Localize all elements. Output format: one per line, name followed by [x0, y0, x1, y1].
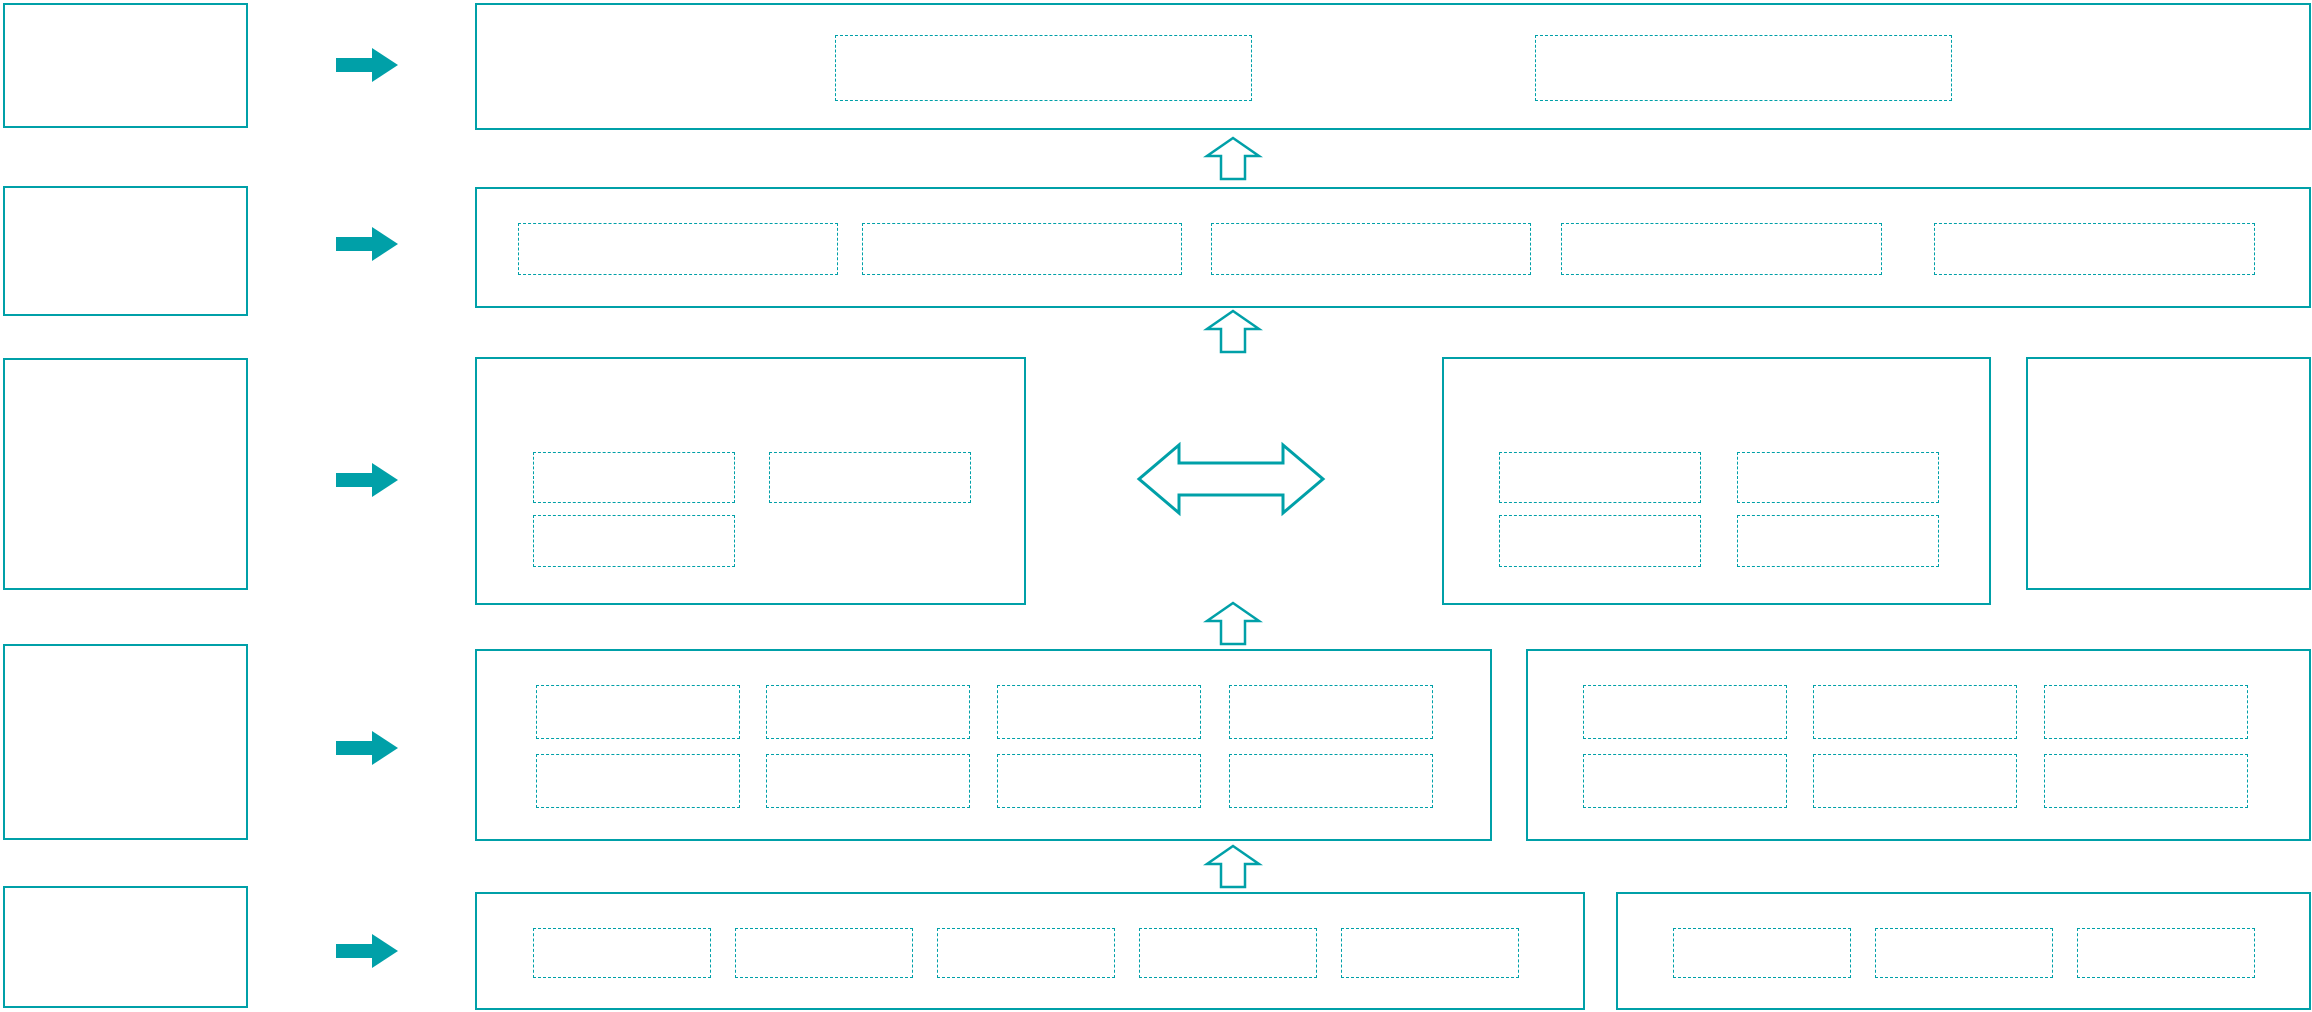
placeholder-box: [766, 685, 970, 739]
placeholder-box: [1813, 754, 2017, 808]
placeholder-box: [997, 685, 1201, 739]
placeholder-box: [937, 928, 1115, 978]
placeholder-box: [533, 452, 735, 503]
right-arrow-icon: [336, 48, 398, 82]
layer-5-right-group: [1616, 892, 2311, 1010]
up-arrow-icon: [1201, 136, 1265, 181]
placeholder-box: [518, 223, 838, 275]
right-arrow-icon: [336, 934, 398, 968]
placeholder-box: [1341, 928, 1519, 978]
placeholder-box: [835, 35, 1252, 101]
layer-4-left-group: [475, 649, 1492, 841]
up-arrow-icon: [1201, 844, 1265, 889]
placeholder-box: [2077, 928, 2255, 978]
layer-1-band: [475, 3, 2311, 130]
layer-4-right-group: [1526, 649, 2311, 841]
layer-5-left-group: [475, 892, 1585, 1010]
placeholder-box: [1737, 452, 1939, 503]
double-arrow-icon: [1135, 432, 1327, 526]
up-arrow-icon: [1201, 309, 1265, 354]
placeholder-box: [1561, 223, 1882, 275]
layer-3-right-group: [1442, 357, 1991, 605]
up-arrow-icon: [1201, 601, 1265, 646]
placeholder-box: [1229, 685, 1433, 739]
placeholder-box: [533, 515, 735, 567]
layer-3-left-group: [475, 357, 1026, 605]
placeholder-box: [1499, 452, 1701, 503]
placeholder-box: [1875, 928, 2053, 978]
placeholder-box: [735, 928, 913, 978]
layer-4-label-box: [3, 644, 248, 840]
placeholder-box: [533, 928, 711, 978]
placeholder-box: [1139, 928, 1317, 978]
placeholder-box: [1737, 515, 1939, 567]
layer-1-label-box: [3, 3, 248, 128]
right-arrow-icon: [336, 227, 398, 261]
placeholder-box: [1673, 928, 1851, 978]
placeholder-box: [2044, 754, 2248, 808]
placeholder-box: [1535, 35, 1952, 101]
placeholder-box: [1813, 685, 2017, 739]
layer-3-label-box: [3, 358, 248, 590]
placeholder-box: [769, 452, 971, 503]
placeholder-box: [1583, 685, 1787, 739]
placeholder-box: [862, 223, 1182, 275]
placeholder-box: [1934, 223, 2255, 275]
placeholder-box: [1499, 515, 1701, 567]
placeholder-box: [766, 754, 970, 808]
layer-2-band: [475, 187, 2311, 308]
layer-2-label-box: [3, 186, 248, 316]
placeholder-box: [997, 754, 1201, 808]
placeholder-box: [536, 685, 740, 739]
layer-5-label-box: [3, 886, 248, 1008]
right-arrow-icon: [336, 731, 398, 765]
right-arrow-icon: [336, 463, 398, 497]
placeholder-box: [2044, 685, 2248, 739]
layer-3-side-box: [2026, 357, 2311, 590]
placeholder-box: [1583, 754, 1787, 808]
placeholder-box: [1229, 754, 1433, 808]
placeholder-box: [1211, 223, 1531, 275]
placeholder-box: [536, 754, 740, 808]
